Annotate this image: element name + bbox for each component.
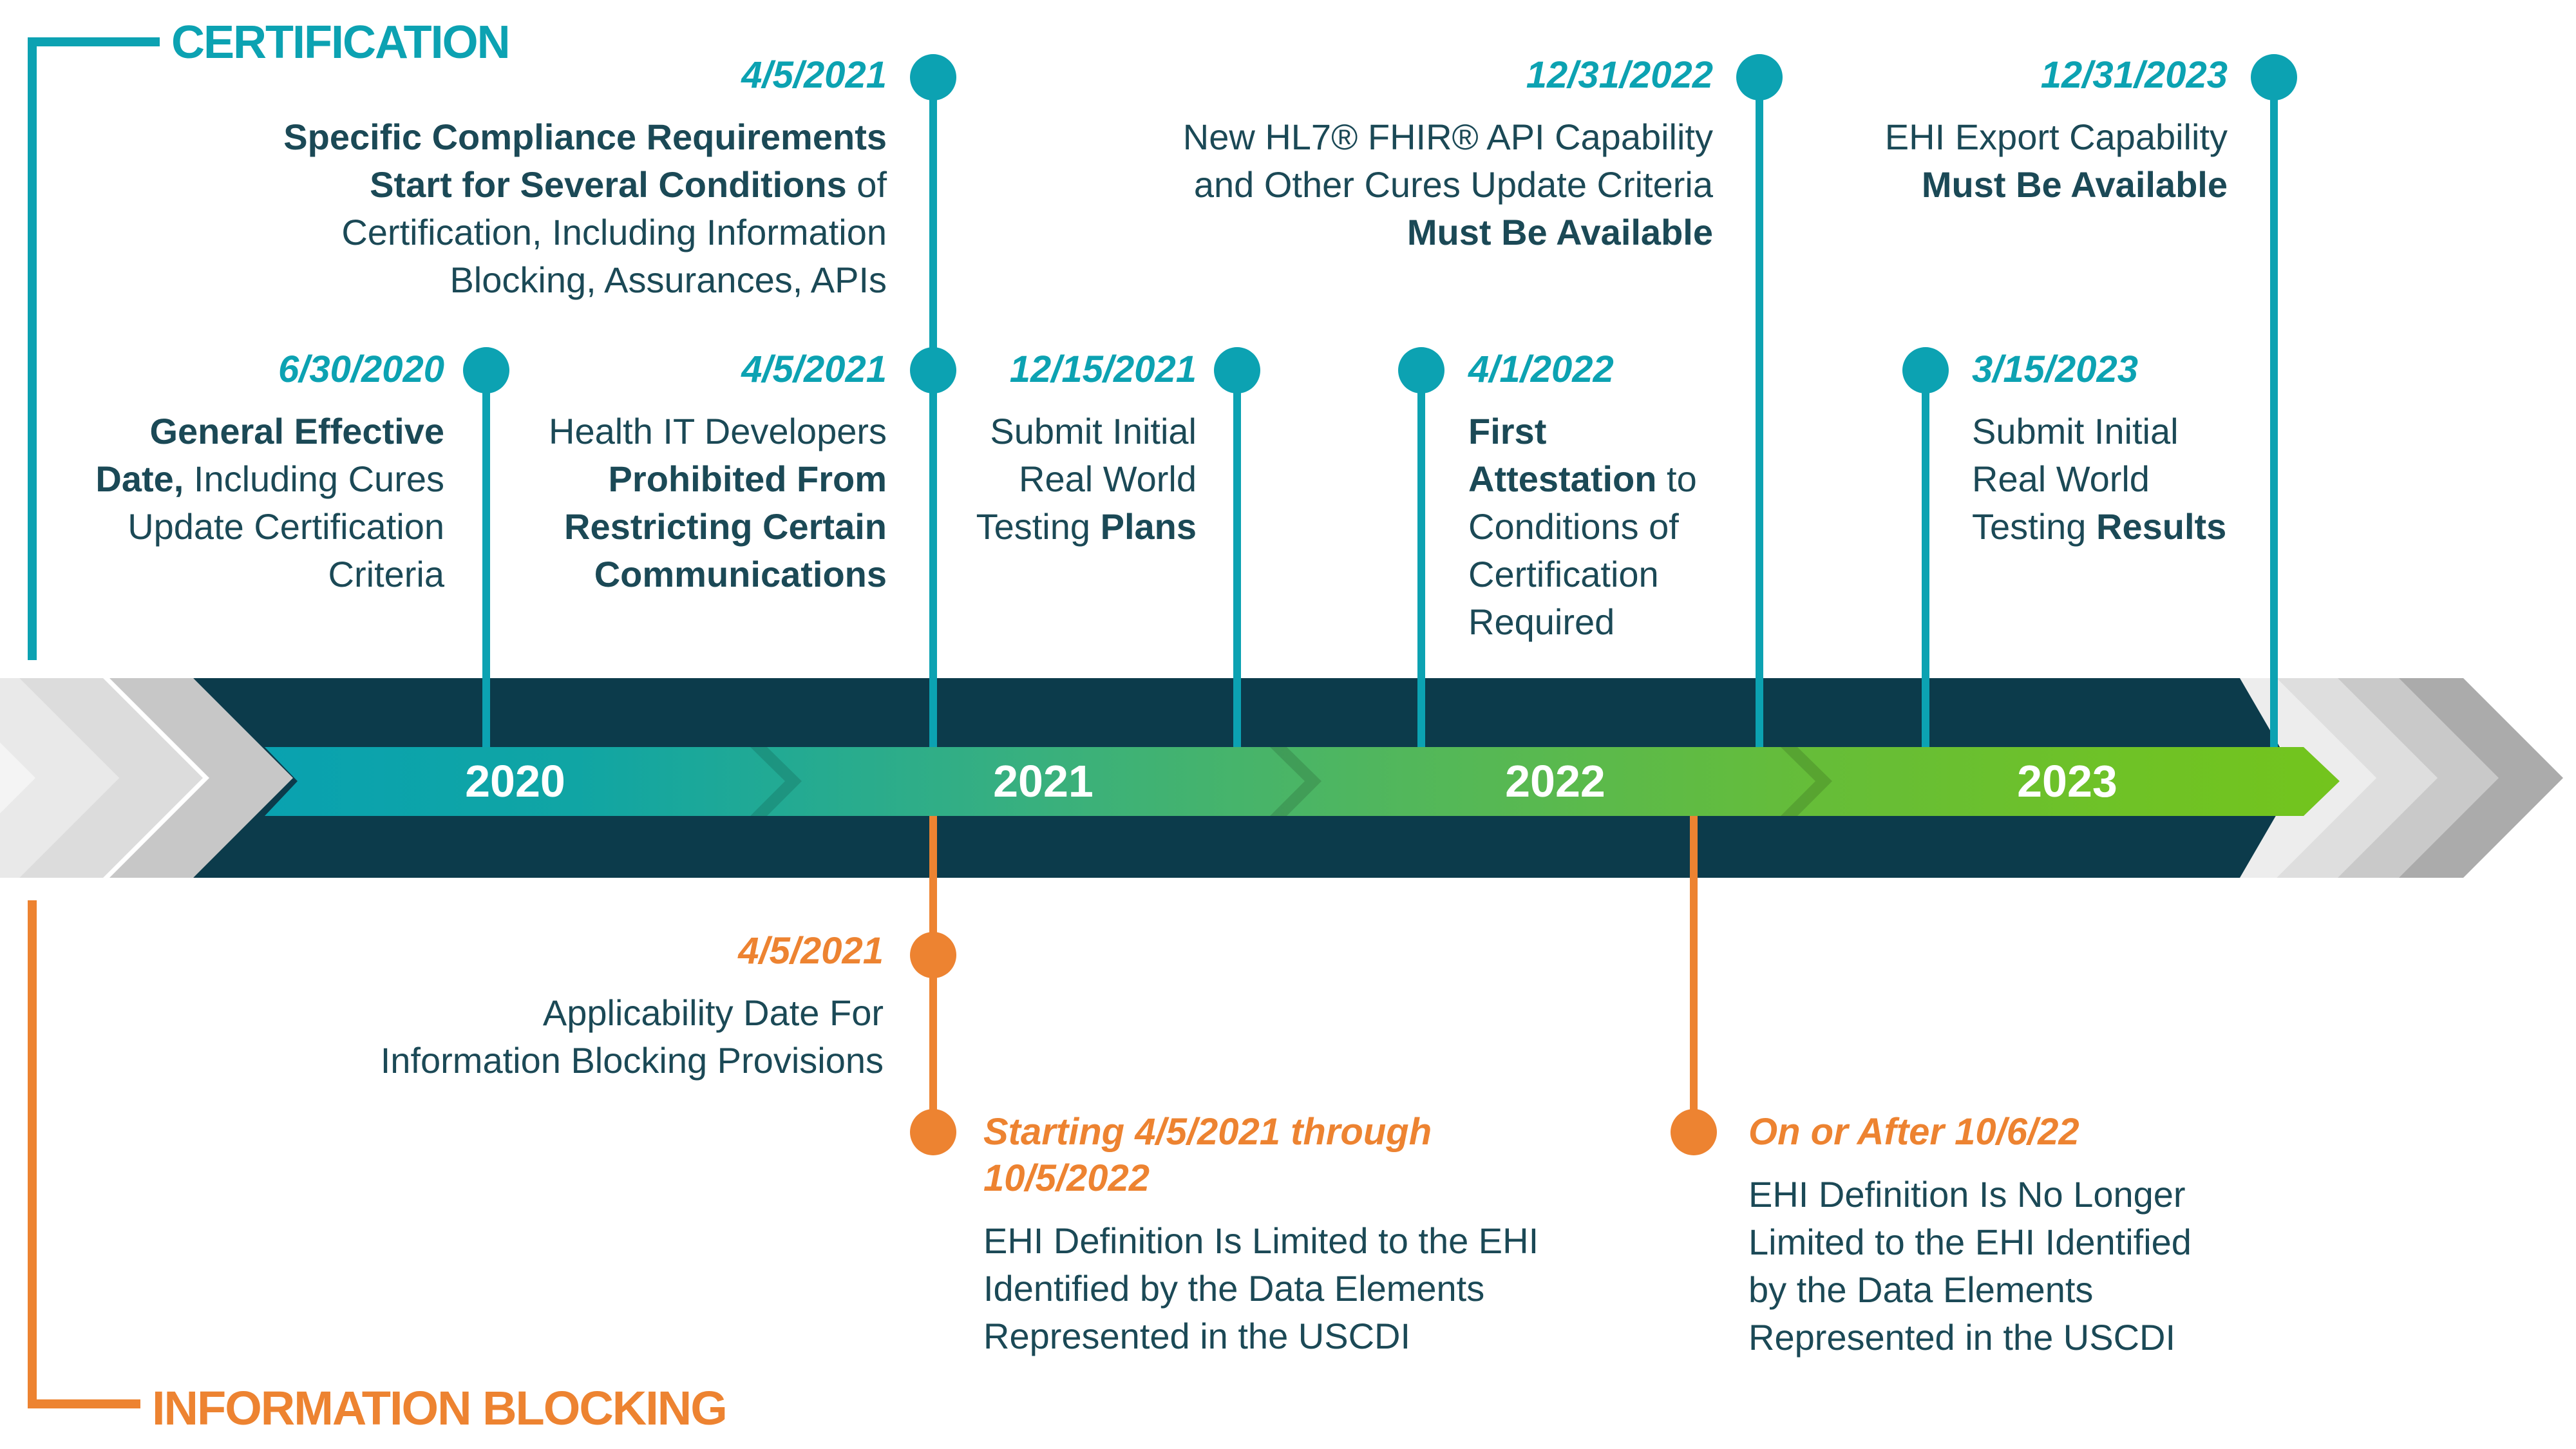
connector-line-cert-12-31-2023: [2270, 77, 2278, 747]
timeline-dot-ib-range-start: [910, 1109, 956, 1155]
timeline-dot-ib-4-5-2021: [910, 932, 956, 978]
year-label-2021: 2021: [993, 756, 1094, 806]
chevron-right-1: [2212, 678, 2376, 878]
year-label-2020: 2020: [465, 756, 565, 806]
event-date: 3/15/2023: [1972, 348, 2139, 390]
year-separator-3: [1781, 747, 1832, 816]
timeline-dot-ib-10-6-22: [1671, 1109, 1717, 1155]
event-date: 6/30/2020: [278, 348, 444, 390]
certification-bracket-vertical: [28, 37, 37, 660]
chevron-right-3: [2338, 678, 2502, 878]
information-blocking-section-title: INFORMATION BLOCKING: [152, 1381, 728, 1435]
chevron-right-4: [2399, 678, 2563, 878]
chevron-left-3: [19, 678, 203, 878]
connector-line-cert-4-1-2022: [1417, 370, 1425, 747]
timeline-dot-cert-3-15-2023: [1902, 347, 1949, 393]
connector-line-cert-3-15-2023: [1922, 370, 1929, 747]
event-hl7-fhir-api-capability: 12/31/2022 New HL7® FHIR® API Capability…: [1183, 57, 1713, 256]
connector-line-cert-12-15-2021: [1233, 370, 1241, 747]
event-specific-compliance-requirements: 4/5/2021 Specific Compliance Requirement…: [283, 57, 887, 304]
timeline-dot-cert-4-1-2022: [1398, 347, 1444, 393]
year-separator-1: [750, 747, 802, 816]
event-date: 12/31/2022: [1526, 54, 1713, 96]
event-date: 4/5/2021: [738, 930, 884, 972]
certification-bracket-horizontal: [28, 37, 160, 46]
timeline-dot-cert-12-31-2022: [1736, 54, 1783, 100]
event-date: 4/5/2021: [741, 348, 887, 390]
event-date: 4/1/2022: [1468, 348, 1614, 390]
chevron-left-4: [109, 678, 293, 878]
year-label-2022: 2022: [1505, 756, 1605, 806]
timeline-dot-cert-4-5-2021: [910, 347, 956, 393]
connector-line-ib-10-6-22: [1690, 816, 1698, 1132]
timeline-dot-cert-4-5-2021-top: [910, 54, 956, 100]
certification-section-title: CERTIFICATION: [171, 17, 511, 68]
event-date: 12/31/2023: [2040, 54, 2228, 96]
chevron-right-2: [2277, 678, 2441, 878]
connector-line-cert-6-30-2020: [482, 370, 490, 747]
event-date-range: On or After 10/6/22: [1748, 1111, 2079, 1153]
information-blocking-bracket-horizontal: [28, 1399, 140, 1408]
event-date: 4/5/2021: [741, 54, 887, 96]
event-date: 12/15/2021: [1009, 348, 1197, 390]
year-separator-2: [1270, 747, 1321, 816]
timeline-dot-cert-6-30-2020: [463, 347, 509, 393]
chevron-left-1: [0, 739, 39, 817]
chevron-left-2: [0, 678, 119, 878]
connector-line-cert-12-31-2022: [1756, 77, 1763, 747]
connector-line-cert-4-5-2021: [929, 77, 937, 747]
information-blocking-bracket-vertical: [28, 900, 37, 1408]
timeline-dot-cert-12-15-2021: [1214, 347, 1260, 393]
event-ehi-no-longer-limited: On or After 10/6/22 EHI Definition Is No…: [1748, 1109, 2192, 1361]
timeline-dot-cert-12-31-2023: [2251, 54, 2297, 100]
year-label-2023: 2023: [2017, 756, 2117, 806]
gradient-year-arrow: [265, 747, 2340, 816]
